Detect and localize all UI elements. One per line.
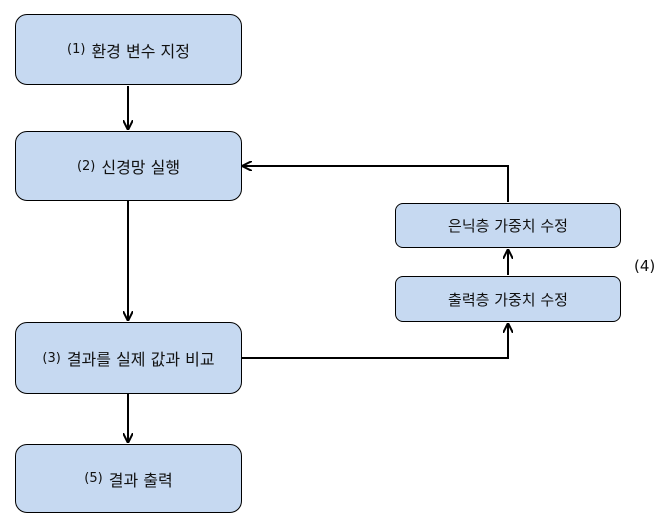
step5-box: (5) 결과 출력 [15,444,242,513]
step2-box: (2) 신경망 실행 [15,131,242,201]
step5-number: (5) [84,471,103,486]
step3-box: (3) 결과를 실제 값과 비교 [15,322,242,394]
step4-number: (4) [634,257,656,275]
hidden-layer-weight-label: 은닉층 가중치 수정 [448,217,568,235]
arrow-hidden-layer-to-step2 [243,166,509,202]
output-layer-weight-label: 출력층 가중치 수정 [448,290,568,309]
output-layer-weight-box: 출력층 가중치 수정 [395,276,621,322]
hidden-layer-weight-box: 은닉층 가중치 수정 [395,203,621,248]
step2-number: (2) [76,158,96,174]
step1-number: (1) [67,42,86,57]
step2-label: 신경망 실행 [101,158,181,177]
step5-label: 결과 출력 [108,470,173,490]
step3-number: (3) [42,350,61,366]
step1-box: (1) 환경 변수 지정 [15,14,242,85]
step3-label: 결과를 실제 값과 비교 [66,350,215,369]
arrow-step3-to-output-layer [242,324,508,359]
step1-label: 환경 변수 지정 [91,41,190,61]
